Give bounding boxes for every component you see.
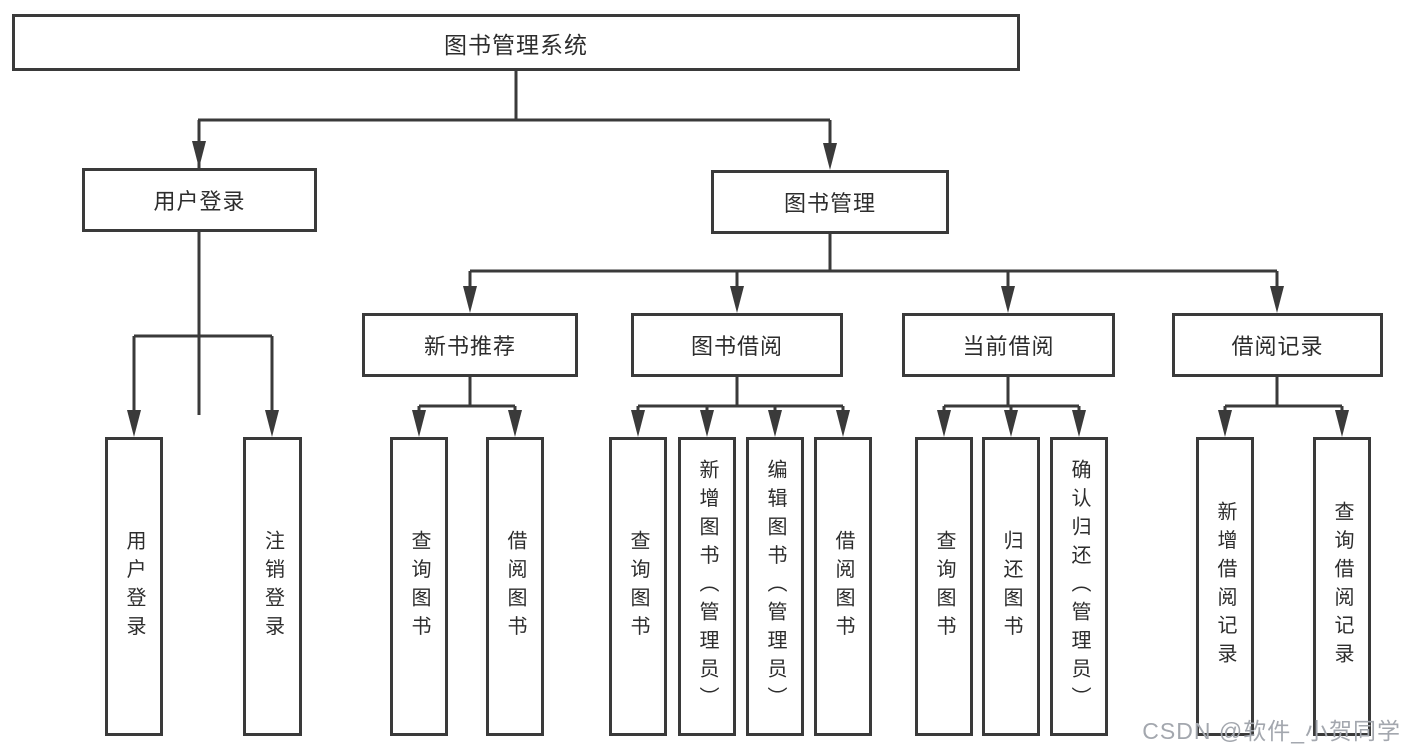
csdn-watermark: CSDN @软件_小贺同学 — [1142, 718, 1401, 744]
node-borrowing-records: 借阅记录 — [1172, 313, 1383, 377]
node-user-login: 用户登录 — [82, 168, 317, 232]
leaf-user-login: 用户登录 — [105, 437, 163, 736]
connector-book-management-to-level3 — [468, 234, 1279, 288]
leaf-edit-books-admin: 编辑图书（管理员） — [746, 437, 804, 736]
arrowheads-borrow-records-to-leaves — [1218, 410, 1349, 437]
arrowheads-new-book-to-leaves — [412, 410, 522, 437]
connector-new-book-to-leaves — [417, 377, 517, 412]
node-library-management-system: 图书管理系统 — [12, 14, 1020, 71]
leaf-borrow-books: 借阅图书 — [814, 437, 872, 736]
arrowheads-current-borrow-to-leaves — [937, 410, 1086, 437]
arrowheads-book-borrow-to-leaves — [631, 410, 850, 437]
arrowheads-root-to-level2 — [192, 141, 837, 170]
node-current-borrowing: 当前借阅 — [902, 313, 1115, 377]
leaf-confirm-return-admin: 确认归还（管理员） — [1050, 437, 1108, 736]
leaf-recommend-query-books: 查询图书 — [390, 437, 448, 736]
node-book-management: 图书管理 — [711, 170, 949, 234]
leaf-return-books: 归还图书 — [982, 437, 1040, 736]
node-new-book-recommendation: 新书推荐 — [362, 313, 578, 377]
arrowheads-book-management-to-level3 — [463, 286, 1284, 313]
leaf-borrow-query-books: 查询图书 — [609, 437, 667, 736]
leaf-add-books-admin: 新增图书（管理员） — [678, 437, 736, 736]
connector-user-login-to-leaves — [132, 232, 274, 412]
connector-book-borrow-to-leaves — [636, 377, 845, 412]
node-book-borrowing: 图书借阅 — [631, 313, 843, 377]
connector-borrow-records-to-leaves — [1223, 377, 1344, 412]
arrowheads-user-login-to-leaves — [127, 410, 279, 437]
leaf-add-borrow-record: 新增借阅记录 — [1196, 437, 1254, 736]
leaf-current-query-books: 查询图书 — [915, 437, 973, 736]
leaf-recommend-borrow-books: 借阅图书 — [486, 437, 544, 736]
connector-current-borrow-to-leaves — [942, 377, 1081, 412]
leaf-logout: 注销登录 — [243, 437, 302, 736]
leaf-query-borrow-record: 查询借阅记录 — [1313, 437, 1371, 736]
connector-root-to-level2 — [197, 71, 832, 415]
